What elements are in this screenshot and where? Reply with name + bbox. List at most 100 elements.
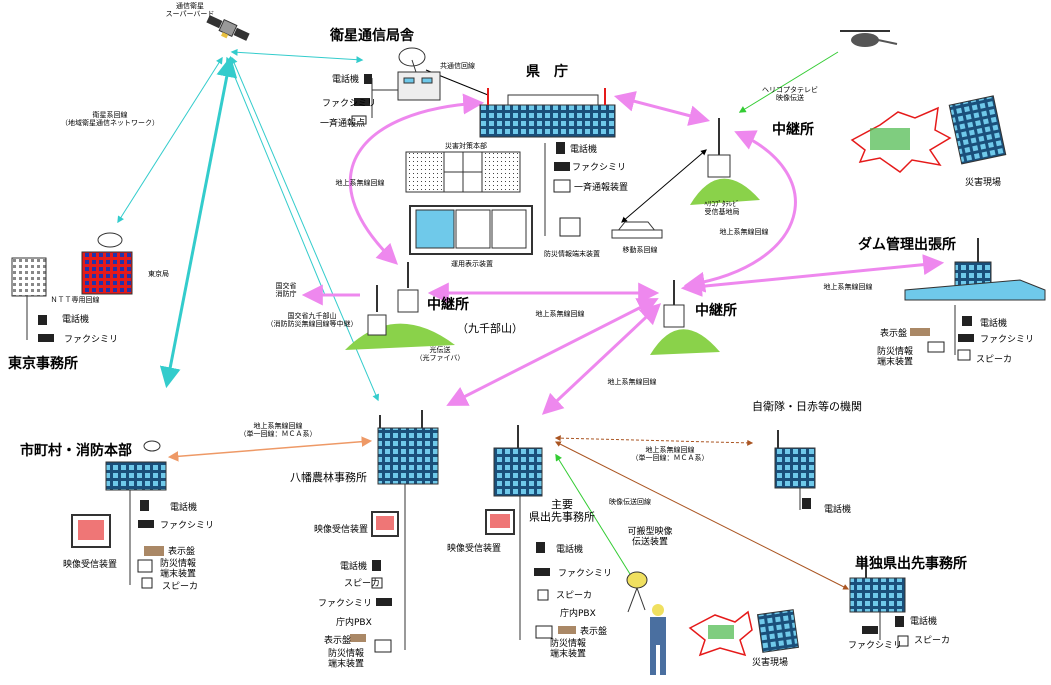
main-phone-label: 電話機	[556, 543, 583, 555]
disaster-site-1-label: 災害現場	[965, 176, 1001, 188]
dam-terminal-label: 防災情報端末装置	[877, 345, 913, 367]
satellite-link-label: 衛星系回線（地域衛星通信ネットワーク）	[61, 110, 159, 127]
ground-radio-3-label: 地上系無線回線	[536, 309, 585, 318]
dam-display-label: 表示盤	[880, 327, 907, 339]
relay-center-label: 中継所	[695, 302, 737, 319]
satellite-icon	[206, 15, 250, 41]
mca-left-label: 地上系無線回線（単一回線：ＭＣＡ系）	[240, 421, 317, 438]
relay-tower-kuchibu	[345, 262, 455, 350]
city-fax-label: ファクシミリ	[160, 520, 214, 531]
main-video-label: 映像受信装置	[447, 542, 501, 554]
prefecture-building	[479, 88, 616, 138]
prefecture-label: 県 庁	[526, 63, 568, 80]
disaster-site-2-icon	[688, 609, 800, 657]
hq-label: 災害対策本部	[445, 141, 487, 150]
yahata-video-label: 映像受信装置	[314, 523, 368, 535]
tokyo-office-label: 東京事務所	[8, 355, 78, 372]
sat-station-label: 衛星通信局舎	[329, 27, 415, 44]
tokyo-phone-label: 電話機	[62, 313, 89, 325]
city-terminal-label: 防災情報端末装置	[160, 557, 196, 579]
sat-broadcast-label: 一斉通報点	[320, 117, 365, 129]
yahata-phone-label: 電話機	[340, 560, 367, 572]
main-speaker-label: スピーカ	[556, 590, 592, 601]
single-office-label: 単独県出先事務所	[855, 555, 967, 572]
city-hq-label: 市町村・消防本部	[20, 442, 132, 459]
relay-ne-label: 中継所	[772, 121, 814, 138]
helicopter-icon	[840, 30, 898, 47]
yahata-building	[350, 410, 439, 653]
relay-tower-center	[650, 280, 720, 355]
main-office-building	[485, 425, 576, 640]
mca-right-label: 地上系無線回線（単一回線：ＭＣＡ系）	[632, 445, 709, 462]
ground-radio-5-label: 地上系無線回線	[824, 282, 873, 291]
ground-radio-2-label: 地上系無線回線	[720, 227, 769, 236]
dam-phone-label: 電話機	[980, 317, 1007, 329]
relay-kuchibu-label: 中継所	[427, 296, 469, 313]
satellite-station	[371, 47, 441, 118]
single-speaker-label: スピーカ	[914, 635, 950, 646]
portable-label: 可搬型映像伝送装置	[627, 525, 672, 547]
yahata-pbx-label: 庁内PBX	[336, 616, 372, 628]
pref-terminal-label: 防災情報端末装置	[544, 249, 600, 258]
heli-base-label: ﾍﾘｺﾌﾟﾀﾃﾚﾋﾞ受信基地局	[705, 200, 740, 216]
sdf-label: 自衛隊・日赤等の機関	[752, 399, 862, 413]
satellite-label: 通信衛星スーパーバード	[166, 1, 215, 18]
main-display-label: 表示盤	[580, 625, 607, 637]
main-terminal-label: 防災情報端末装置	[550, 637, 586, 659]
tokyo-buildings	[11, 232, 133, 342]
optical-label: 光伝送（光ファイバ）	[416, 345, 465, 362]
pref-devices	[544, 142, 581, 237]
city-phone-label: 電話機	[170, 501, 197, 513]
tokyo-fax-label: ファクシミリ	[64, 334, 118, 345]
pref-broadcast-label: 一斉通報装置	[574, 181, 628, 193]
tokyo-station-label: 東京局	[148, 269, 169, 278]
yahata-terminal-label: 防災情報端末装置	[328, 647, 364, 669]
sat-fax-icon	[354, 98, 370, 106]
pref-phone-label: 電話機	[570, 143, 597, 155]
disaster-site-2-label: 災害現場	[752, 656, 788, 668]
city-hq-building	[71, 440, 167, 589]
main-office-label: 主要県出先事務所	[529, 498, 595, 524]
ntt-line-label: ＮＴＴ専用回線	[51, 295, 100, 304]
mlit-kuchibu-label: 国交省九千部山（消防防災無線回線等中継）	[267, 311, 358, 328]
disaster-site-icon	[850, 95, 1007, 173]
dam-speaker-label: スピーカ	[976, 354, 1012, 365]
yahata-speaker-label: スピーカ	[344, 578, 380, 589]
city-display-label: 表示盤	[168, 545, 195, 557]
sat-fax-label: ファクシミリ	[322, 98, 376, 109]
single-fax-label: ファクシミリ	[848, 640, 902, 651]
sat-phone-label: 電話機	[332, 73, 359, 85]
ground-radio-1-label: 地上系無線回線	[336, 178, 385, 187]
dam-office-label: ダム管理出張所	[858, 236, 956, 253]
portable-transmitter-icon	[626, 571, 648, 613]
city-video-label: 映像受信装置	[63, 558, 117, 570]
sat-phone-icon	[364, 74, 372, 84]
main-fax-label: ファクシミリ	[558, 568, 612, 579]
single-phone-label: 電話機	[910, 615, 937, 627]
single-office-building	[849, 558, 909, 647]
city-speaker-label: スピーカ	[162, 581, 198, 592]
worker-icon	[650, 604, 666, 675]
mobile-line-label: 移動系回線	[623, 245, 658, 254]
hq-board	[405, 151, 521, 193]
dam-office	[904, 238, 1046, 361]
heli-tv-label: ヘリコプタテレビ映像伝送	[762, 85, 818, 102]
sdf-phone-label: 電話機	[824, 503, 851, 515]
yahata-display-label: 表示盤	[324, 634, 351, 646]
sdf-building	[774, 430, 816, 510]
ops-display	[409, 205, 533, 255]
mlit-label: 国交省消防庁	[276, 281, 297, 298]
video-link-label: 映像伝送回線	[609, 497, 651, 506]
yahata-fax-label: ファクシミリ	[318, 598, 372, 609]
yahata-label: 八幡農林事務所	[290, 470, 367, 484]
car-icon	[611, 221, 663, 239]
main-pbx-label: 庁内PBX	[560, 607, 596, 619]
ground-radio-4-label: 地上系無線回線	[608, 377, 657, 386]
sat-broadcast-icon	[351, 115, 367, 125]
text-labels: 通信衛星スーパーバード 衛星系回線（地域衛星通信ネットワーク） 衛星通信局舎 電…	[8, 1, 1034, 669]
relay-tower-ne	[690, 118, 760, 205]
ops-display-label: 運用表示装置	[451, 259, 493, 268]
pref-fax-label: ファクシミリ	[572, 162, 626, 173]
links	[117, 48, 945, 590]
